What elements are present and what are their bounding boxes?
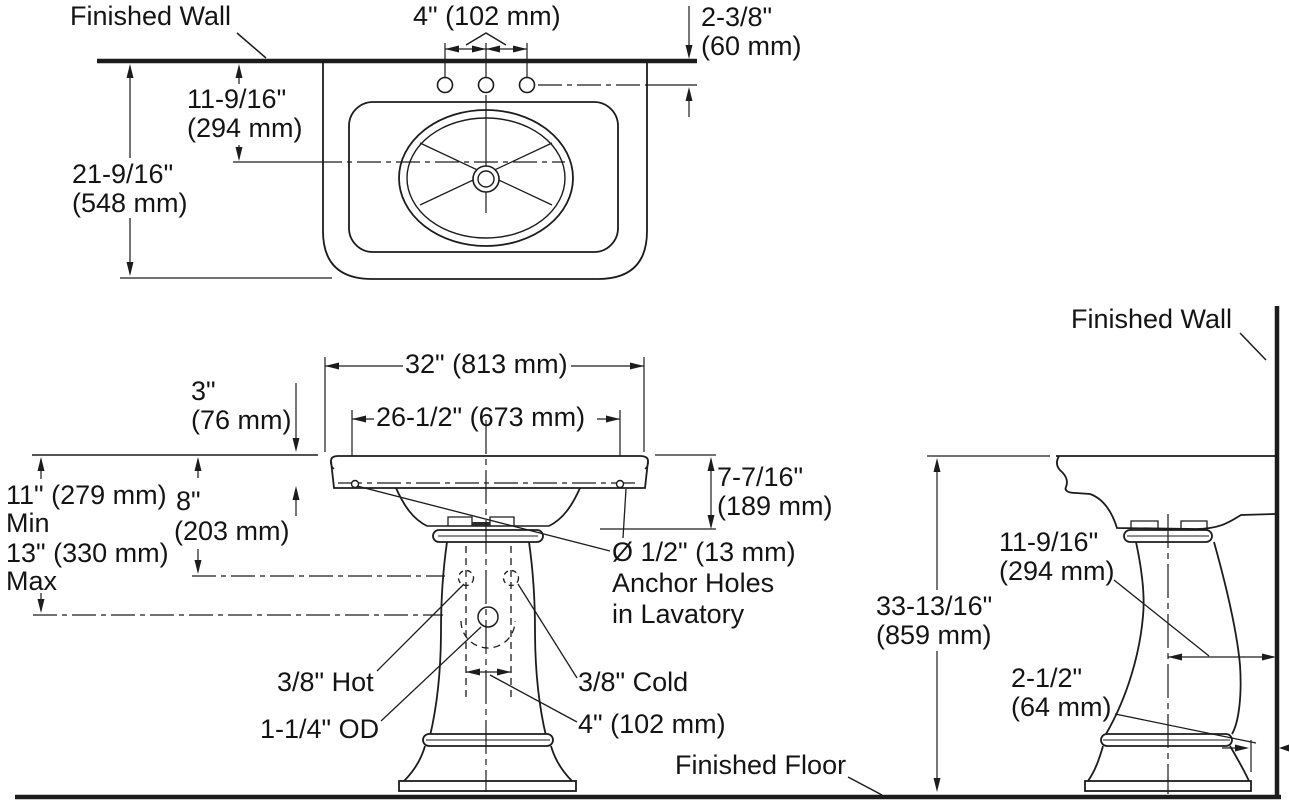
label-finished-floor: Finished Floor xyxy=(675,750,847,780)
front-view-linework xyxy=(32,357,716,792)
sink-outline-plan xyxy=(322,62,648,280)
dim-anchor-spacing: 26-1/2" (673 mm) xyxy=(376,402,586,432)
sink-profile-side xyxy=(1055,455,1276,530)
anchor-hole-right xyxy=(615,479,625,489)
dim-drain-min: 11" (279 mm) xyxy=(6,480,167,510)
dim-faucet-spacing-top: 4" (102 mm) xyxy=(413,1,561,31)
dim-drain-max: 13" (330 mm) xyxy=(6,538,169,568)
dim-supply-height-mm: (203 mm) xyxy=(174,516,290,546)
label-hot-supply: 3/8" Hot xyxy=(277,667,374,697)
anchor-hole-left xyxy=(350,479,360,489)
dim-overall-height: 33-13/16" (859 mm) xyxy=(876,591,993,650)
faucet-hole-center xyxy=(477,76,495,94)
label-drain-od: 1-1/4" OD xyxy=(260,714,380,744)
label-max: Max xyxy=(6,566,58,596)
label-min: Min xyxy=(6,508,50,538)
dim-wall-to-center-side: 11-9/16" (294 mm) xyxy=(999,527,1115,586)
cold-supply-hole xyxy=(502,569,520,587)
pedestal-side xyxy=(1105,541,1145,735)
dim-base-to-wall: 2-1/2" (64 mm) xyxy=(1011,663,1112,722)
hot-supply-hole xyxy=(457,569,475,587)
dim-wall-to-front: 21-9/16" (548 mm) xyxy=(72,159,188,218)
top-view-linework xyxy=(97,6,697,280)
dim-wall-to-holes: 2-3/8" (60 mm) xyxy=(701,2,802,61)
note-anchor-holes: Ø 1/2" (13 mm) Anchor Holes in Lavatory xyxy=(612,537,796,629)
drain-outlet-front xyxy=(477,606,499,628)
faucet-hole-right xyxy=(518,76,536,94)
drain-plan xyxy=(472,165,500,193)
faucet-hole-left xyxy=(436,76,454,94)
label-finished-wall-side: Finished Wall xyxy=(1071,304,1233,334)
pedestal-front xyxy=(429,541,448,737)
dim-supply-spread: 4" (102 mm) xyxy=(578,709,726,739)
label-finished-wall-top: Finished Wall xyxy=(70,1,232,31)
label-cold-supply: 3/8" Cold xyxy=(578,667,689,697)
dim-rim-to-underside: 7-7/16" (189 mm) xyxy=(717,462,833,521)
dim-rim-to-anchor: 3" (76 mm) xyxy=(191,376,292,435)
dim-wall-to-center-top: 11-9/16" (294 mm) xyxy=(187,84,303,143)
side-view-linework xyxy=(927,306,1289,797)
dim-overall-width: 32" (813 mm) xyxy=(405,349,568,379)
dim-supply-height-in: 8" xyxy=(176,486,201,516)
